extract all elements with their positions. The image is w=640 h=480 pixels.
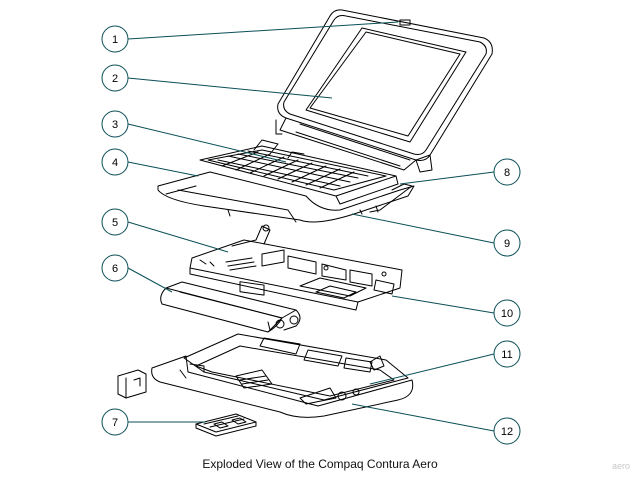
top-case: [157, 171, 415, 223]
callout-6-label: 6: [112, 263, 118, 275]
callout-3: 3: [101, 110, 129, 138]
callout-9-label: 9: [504, 238, 510, 250]
keyboard: [199, 139, 399, 205]
callout-3-label: 3: [112, 119, 118, 131]
callout-5-label: 5: [112, 217, 118, 229]
callout-8: 8: [493, 158, 521, 186]
callout-4: 4: [101, 148, 129, 176]
callout-12: 12: [493, 417, 521, 445]
callout-lines: [127, 21, 495, 432]
callout-1: 1: [101, 25, 129, 53]
watermark-text: aero: [612, 461, 631, 471]
callout-7-label: 7: [112, 417, 118, 429]
bottom-case: [151, 333, 414, 418]
system-board: [189, 224, 403, 311]
callout-12-label: 12: [501, 426, 513, 438]
callout-4-label: 4: [112, 157, 118, 169]
callouts: 1 2 3 4 5 6 7 8: [101, 25, 521, 445]
callout-10: 10: [493, 299, 521, 327]
callout-2: 2: [101, 64, 129, 92]
figure-caption: Exploded View of the Compaq Contura Aero: [202, 457, 438, 471]
callout-6: 6: [101, 254, 129, 282]
door-bracket: [117, 369, 147, 399]
callout-5: 5: [101, 208, 129, 236]
callout-11: 11: [493, 340, 521, 368]
memory-card: [195, 413, 257, 437]
callout-9: 9: [493, 229, 521, 257]
display-assembly: [275, 9, 493, 173]
battery-pack: [160, 281, 301, 333]
callout-10-label: 10: [501, 308, 513, 320]
callout-7: 7: [101, 408, 129, 436]
callout-2-label: 2: [112, 73, 118, 85]
callout-11-label: 11: [501, 349, 512, 361]
callout-8-label: 8: [504, 167, 510, 179]
callout-1-label: 1: [112, 34, 118, 46]
